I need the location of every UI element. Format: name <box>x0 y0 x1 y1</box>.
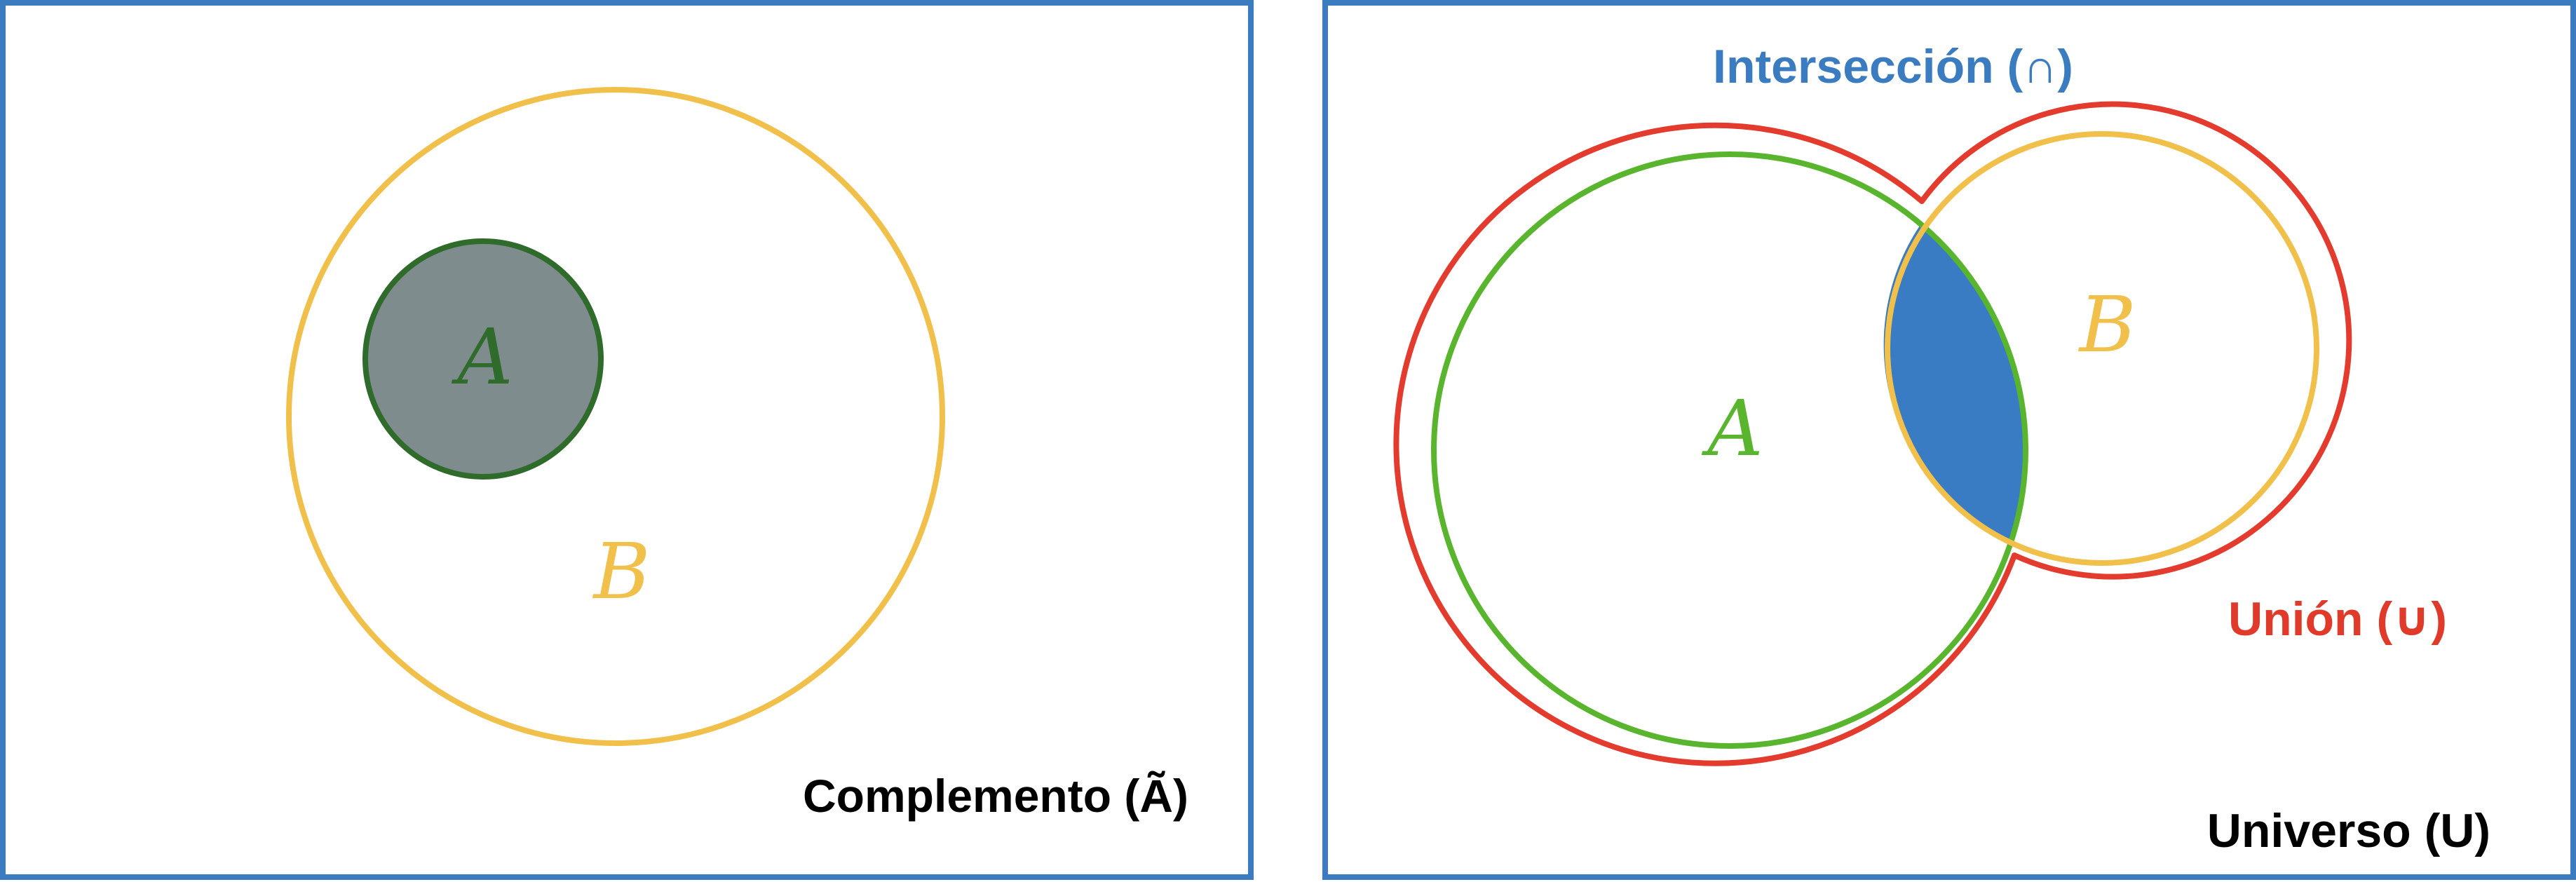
union-outline <box>1393 101 2352 766</box>
set-a-circle <box>362 238 604 480</box>
complement-caption: Complemento (Ã) <box>803 770 1188 822</box>
complement-panel: A B Complemento (Ã) <box>0 0 1254 880</box>
set-a-label: A <box>451 312 513 402</box>
set-b-label: B <box>2078 280 2136 369</box>
set-b-circle <box>1885 131 2319 566</box>
complement-frame <box>0 0 1254 880</box>
set-b-circle <box>286 87 945 746</box>
set-a-circle <box>1431 151 2028 749</box>
union-caption: Unión (∪) <box>2228 592 2447 646</box>
set-b-label: B <box>592 527 651 616</box>
universe-caption: Universo (U) <box>2207 804 2490 857</box>
intersection-caption: Intersección (∩) <box>1713 40 2073 93</box>
universe-panel: A B Intersección (∩) Unión (∪) Universo … <box>1322 0 2576 880</box>
set-a-label: A <box>1701 384 1763 473</box>
